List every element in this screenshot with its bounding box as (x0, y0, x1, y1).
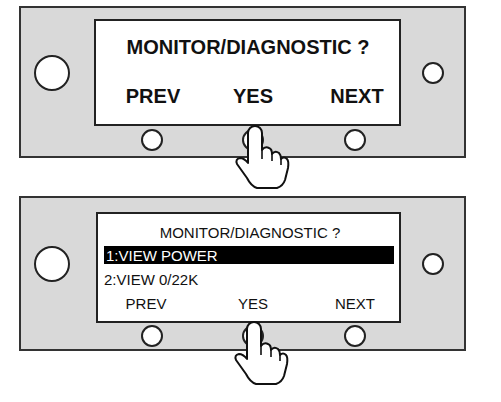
button (142, 326, 162, 346)
lcd-text: NEXT (330, 86, 383, 106)
highlight-bar: 1:VIEW POWER (104, 246, 394, 264)
button (345, 326, 365, 346)
lcd-bezel (97, 213, 400, 322)
knob (35, 247, 69, 281)
lcd-text: PREV (126, 86, 180, 106)
lcd-text: YES (238, 296, 268, 311)
lcd-text: 1:VIEW POWER (106, 248, 218, 263)
knob (35, 56, 69, 90)
lcd-text: 2:VIEW 0/22K (104, 272, 198, 287)
device-panel (20, 197, 465, 350)
lcd-screen: MONITOR/DIAGNOSTIC ? 2:VIEW 0/22K PREV YES N… (98, 214, 399, 321)
pointing-hand (235, 322, 287, 384)
indicator (423, 254, 443, 274)
button (142, 130, 162, 150)
lcd-text: PREV (126, 296, 167, 311)
lcd-bezel (95, 20, 400, 125)
lcd-text: MONITOR/DIAGNOSTIC ? (160, 225, 341, 240)
lcd-text: NEXT (335, 296, 375, 311)
lcd-text: MONITOR/DIAGNOSTIC ? (127, 37, 370, 57)
indicator (423, 63, 443, 83)
lcd-text: YES (233, 86, 273, 106)
device-panel (20, 7, 465, 157)
button (345, 130, 365, 150)
pointing-hand (236, 126, 288, 188)
lcd-screen: MONITOR/DIAGNOSTIC ? PREV YES NEXT (96, 21, 399, 124)
